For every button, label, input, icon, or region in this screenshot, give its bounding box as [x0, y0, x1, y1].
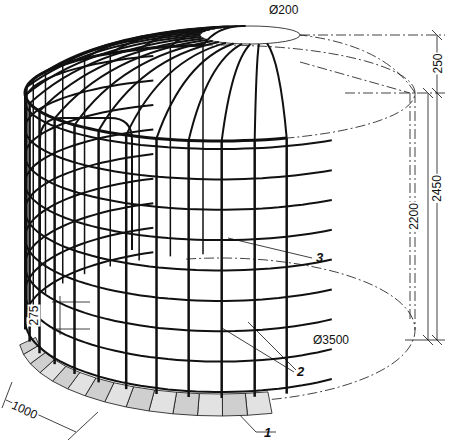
roof-rib [40, 38, 204, 111]
vertical-bar [220, 141, 223, 398]
ring-bar [254, 140, 332, 148]
vertical-bar [125, 135, 128, 389]
vertical-bar [138, 49, 140, 260]
dimension-label: Ø200 [268, 4, 299, 17]
door-arch [40, 118, 132, 260]
foundation-block [197, 394, 222, 416]
callout-number: 1 [263, 426, 272, 439]
roof-dashed [300, 35, 415, 93]
vertical-bar [97, 131, 100, 383]
roof-rib [157, 44, 234, 139]
vertical-bar [33, 79, 35, 305]
dimension-label: 250 [432, 52, 445, 74]
roof-rib [255, 44, 259, 140]
dimension-label: 2200 [407, 202, 420, 231]
vertical-bar [73, 125, 76, 374]
ring-bar [254, 200, 332, 209]
outline-dashed [186, 258, 415, 400]
dimension-label: 2450 [430, 174, 443, 203]
roof-rib [99, 42, 219, 131]
roof-rib [189, 44, 242, 140]
dimension-label: Ø3500 [312, 334, 350, 347]
ring-bar [254, 170, 332, 178]
callout-number: 3 [315, 251, 324, 264]
dimension-label: 1000 [8, 399, 40, 423]
roof-rib [139, 27, 229, 50]
vertical-bar [62, 65, 64, 284]
foundation-block [245, 392, 272, 415]
ring-bar [254, 349, 332, 361]
dimension-label: 275 [28, 304, 41, 326]
vertical-bar [187, 140, 190, 397]
top-ring-bar [25, 45, 287, 141]
foundation-block [222, 393, 247, 416]
callout-number: 2 [296, 365, 305, 378]
vertical-bar [25, 87, 28, 317]
outline-dashed [203, 45, 415, 138]
vertical-bar [202, 45, 204, 254]
roof-rib [33, 32, 202, 79]
roof-rib [267, 43, 287, 138]
roof-rib [110, 28, 222, 54]
ring-bar [254, 319, 332, 330]
roof-rib [45, 31, 205, 72]
vertical-bar [285, 138, 288, 394]
vertical-bar [155, 138, 158, 394]
ring-bar [254, 290, 332, 300]
vertical-bar [253, 140, 256, 397]
roof-rib [203, 26, 246, 45]
roof-rib [75, 41, 213, 125]
ring-bar [254, 230, 332, 240]
vertical-bar [170, 47, 172, 257]
roof-rib [222, 44, 251, 141]
vertical-bar [110, 53, 112, 266]
vertical-bar [45, 72, 47, 294]
ring-bar [254, 379, 332, 391]
foundation-block [173, 392, 199, 415]
vertical-bar [53, 118, 56, 364]
vertical-bar [84, 58, 86, 274]
